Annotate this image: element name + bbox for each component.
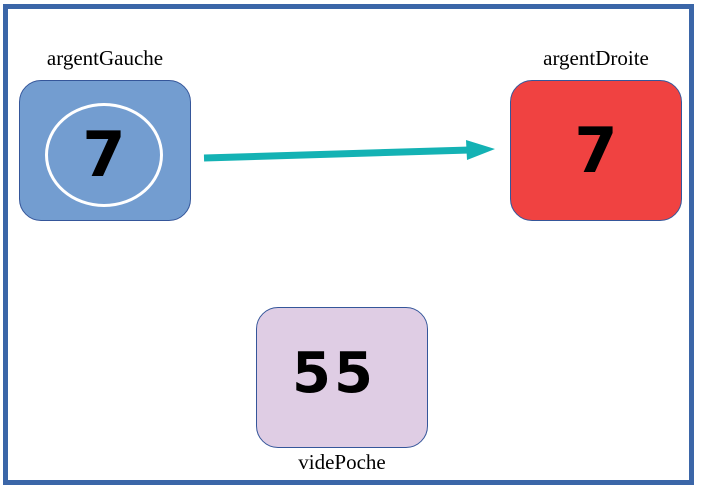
left-variable-value: 7 <box>82 118 126 191</box>
transfer-arrow-shaft <box>203 146 471 162</box>
left-variable-label: argentGauche <box>46 46 164 70</box>
right-variable-label: argentDroite <box>543 46 649 70</box>
bottom-variable-value: 55 <box>292 340 376 406</box>
transfer-arrow-head <box>466 140 495 160</box>
bottom-variable-box: 55 <box>256 307 428 448</box>
highlight-ring: 7 <box>45 103 163 207</box>
right-variable-box: 7 <box>510 80 682 221</box>
bottom-variable-label: videPoche <box>298 450 386 474</box>
left-variable-box: 7 <box>19 80 191 221</box>
right-variable-value: 7 <box>574 113 618 187</box>
